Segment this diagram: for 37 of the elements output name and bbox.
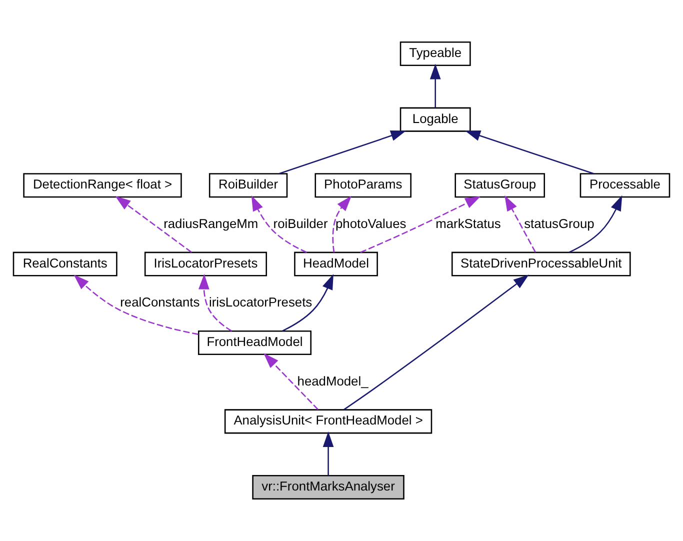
node-box: RoiBuilder <box>208 173 288 198</box>
edge-label: photoValues <box>335 216 406 231</box>
arrow <box>343 274 529 410</box>
node-box: IrisLocatorPresets <box>144 252 267 276</box>
arrow <box>430 64 441 108</box>
node-box: DetectionRange< float > <box>23 173 182 198</box>
arrow <box>115 196 192 253</box>
node-box: StateDrivenProcessableUnit <box>451 252 631 276</box>
edge-label: radiusRangeMm <box>164 216 258 231</box>
arrow <box>282 274 334 332</box>
node-box: Logable <box>400 107 471 132</box>
arrow <box>198 274 232 332</box>
node-box: PhotoParams <box>314 173 412 198</box>
node-box: Typeable <box>400 42 471 66</box>
node-box: Processable <box>580 173 670 198</box>
edge-label: headModel_ <box>297 373 368 388</box>
node-box: RealConstants <box>12 252 118 276</box>
arrow <box>504 195 536 252</box>
edge-label: realConstants <box>120 294 200 310</box>
edge-label: statusGroup <box>524 216 594 231</box>
node-box: vr::FrontMarksAnalyser <box>252 474 404 500</box>
node-box: AnalysisUnit< FrontHeadModel > <box>224 409 432 434</box>
arrow <box>569 195 622 253</box>
arrow <box>74 274 198 335</box>
node-box: HeadModel <box>294 252 378 276</box>
node-box: FrontHeadModel <box>198 330 312 355</box>
arrow <box>251 195 307 253</box>
arrow <box>332 196 352 252</box>
arrow <box>264 353 318 410</box>
edge-label: roiBuilder <box>273 216 328 231</box>
edge-label: markStatus <box>436 216 501 231</box>
arrow <box>322 431 334 476</box>
arrow <box>278 130 406 174</box>
arrow <box>360 196 481 253</box>
node-box: StatusGroup <box>454 173 545 198</box>
edge-label: irisLocatorPresets <box>208 294 312 310</box>
arrow <box>464 130 594 174</box>
